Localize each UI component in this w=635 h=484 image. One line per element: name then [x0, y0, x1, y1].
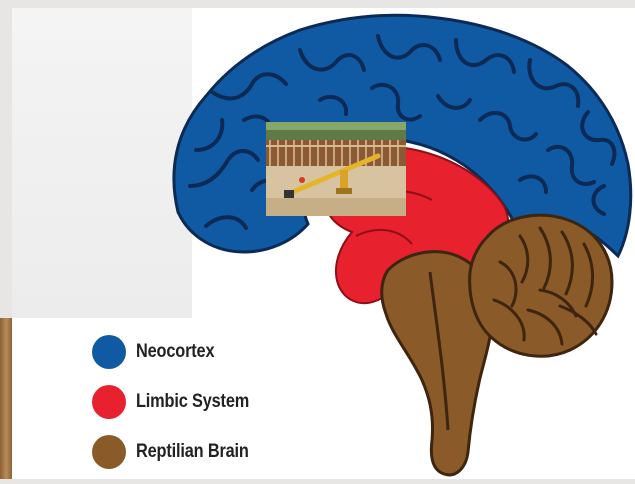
legend-item-reptilian-brain: Reptilian Brain	[92, 434, 268, 470]
seesaw-photo	[266, 122, 406, 216]
seesaw-image	[266, 122, 406, 216]
reptilian-brain-swatch	[92, 435, 126, 469]
neocortex-swatch	[92, 335, 126, 369]
legend-label: Reptilian Brain	[136, 441, 249, 463]
legend-item-neocortex: Neocortex	[92, 334, 268, 370]
legend-label: Limbic System	[136, 391, 249, 413]
reptilian-region	[382, 215, 612, 475]
legend-item-limbic-system: Limbic System	[92, 384, 268, 420]
limbic-system-swatch	[92, 385, 126, 419]
legend: Neocortex Limbic System Reptilian Brain	[92, 334, 268, 484]
legend-label: Neocortex	[136, 341, 214, 363]
